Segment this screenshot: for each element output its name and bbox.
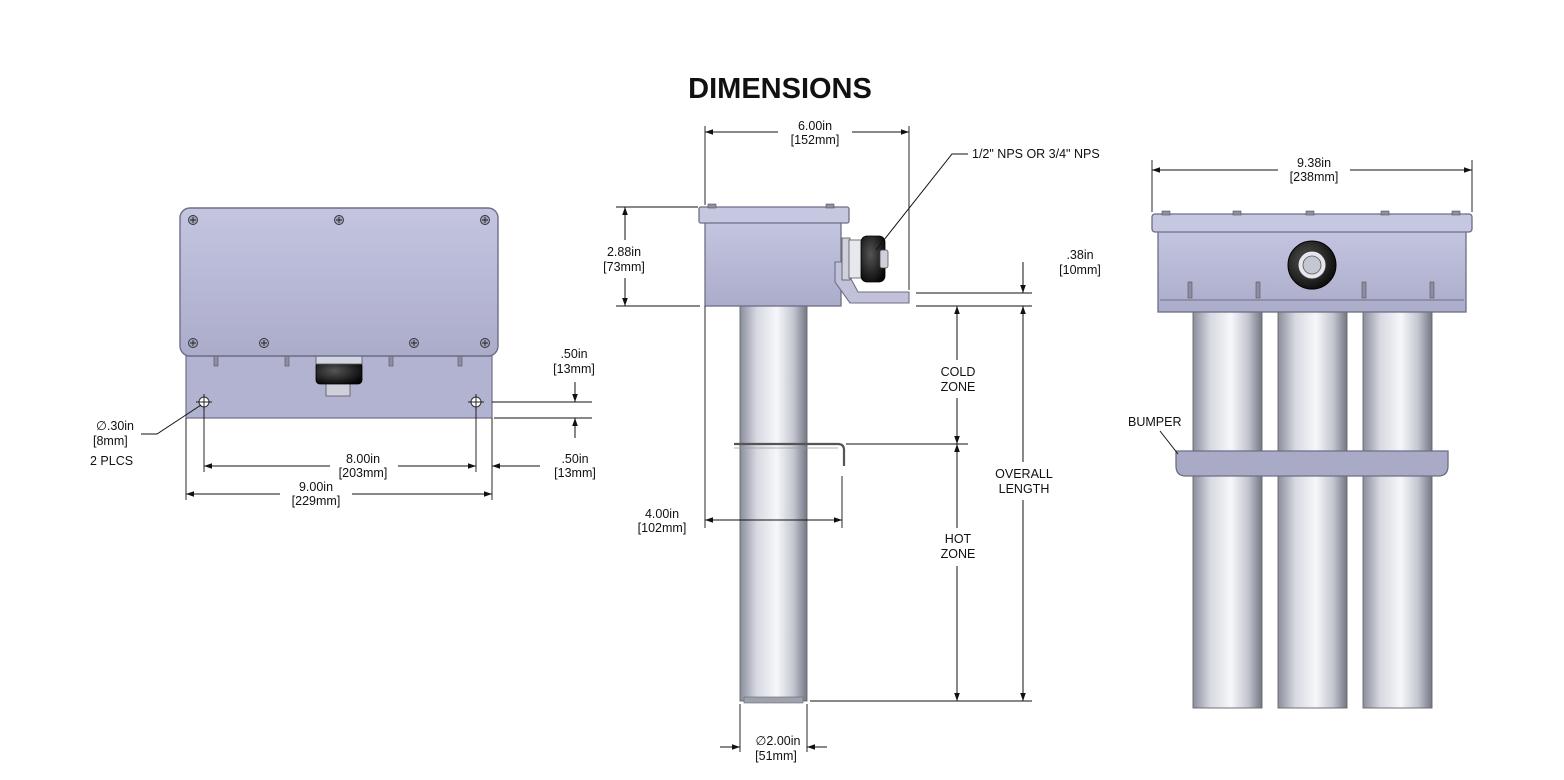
overall-length-2: LENGTH [999,482,1050,496]
end-enclosure-lid [1151,213,1473,233]
page-title: DIMENSIONS [688,73,872,105]
enclosure-cover [179,207,499,357]
bumper-hook [734,442,846,466]
front-width-mm: [229mm] [292,494,341,508]
hole-dia-mm: [8mm] [93,434,128,448]
head-height-in: 2.88in [607,245,641,259]
standoff-pins [213,351,463,367]
mounting-hole-right [468,394,484,410]
bumper-label: BUMPER [1128,415,1181,429]
enclosure-lid [698,206,850,224]
bumper [1175,450,1449,477]
end-fitting [1287,240,1337,290]
heater-tube [739,305,808,702]
hook-offset-mm: [102mm] [638,521,687,535]
side-width-in: 6.00in [798,119,832,133]
hook-offset-in: 4.00in [645,507,679,521]
hole-dia-in: ∅.30in [96,419,134,433]
hole-spacing-mm: [203mm] [339,466,388,480]
tube-dia-in: ∅2.00in [756,734,801,748]
hole-offset-top-mm: [13mm] [553,362,595,376]
hole-spacing-in: 8.00in [346,452,380,466]
flange-in: .38in [1066,248,1093,262]
end-tube-3 [1362,309,1433,709]
end-width-mm: [238mm] [1290,170,1339,184]
hot-zone-1: HOT [945,532,972,546]
end-tube-2 [1277,309,1348,709]
cold-zone-2: ZONE [941,380,976,394]
end-width-in: 9.38in [1297,156,1331,170]
connection-label: 1/2" NPS OR 3/4" NPS [972,147,1100,161]
hole-offset-side-in: .50in [561,452,588,466]
hot-zone-2: ZONE [941,547,976,561]
hole-offset-top-in: .50in [560,347,587,361]
head-height-mm: [73mm] [603,260,645,274]
end-view: BUMPER 9.38in [238mm] [1128,156,1473,709]
tube-dia-mm: [51mm] [755,749,797,763]
cold-zone-1: COLD [941,365,976,379]
front-width-in: 9.00in [299,480,333,494]
front-view: ∅.30in [8mm] 2 PLCS .50in [13mm] 8.00in … [90,207,596,508]
enclosure-body [704,221,842,307]
npt-fitting [841,235,889,283]
side-view: 6.00in [152mm] 1/2" NPS OR 3/4" NPS 2.88… [603,119,1101,763]
side-width-mm: [152mm] [791,133,840,147]
overall-length-1: OVERALL [995,467,1053,481]
conduit-fitting [315,355,363,397]
hole-offset-side-mm: [13mm] [554,466,596,480]
hole-qty: 2 PLCS [90,454,133,468]
end-tube-1 [1192,309,1263,709]
mounting-hole-left [196,394,212,410]
flange-mm: [10mm] [1059,263,1101,277]
